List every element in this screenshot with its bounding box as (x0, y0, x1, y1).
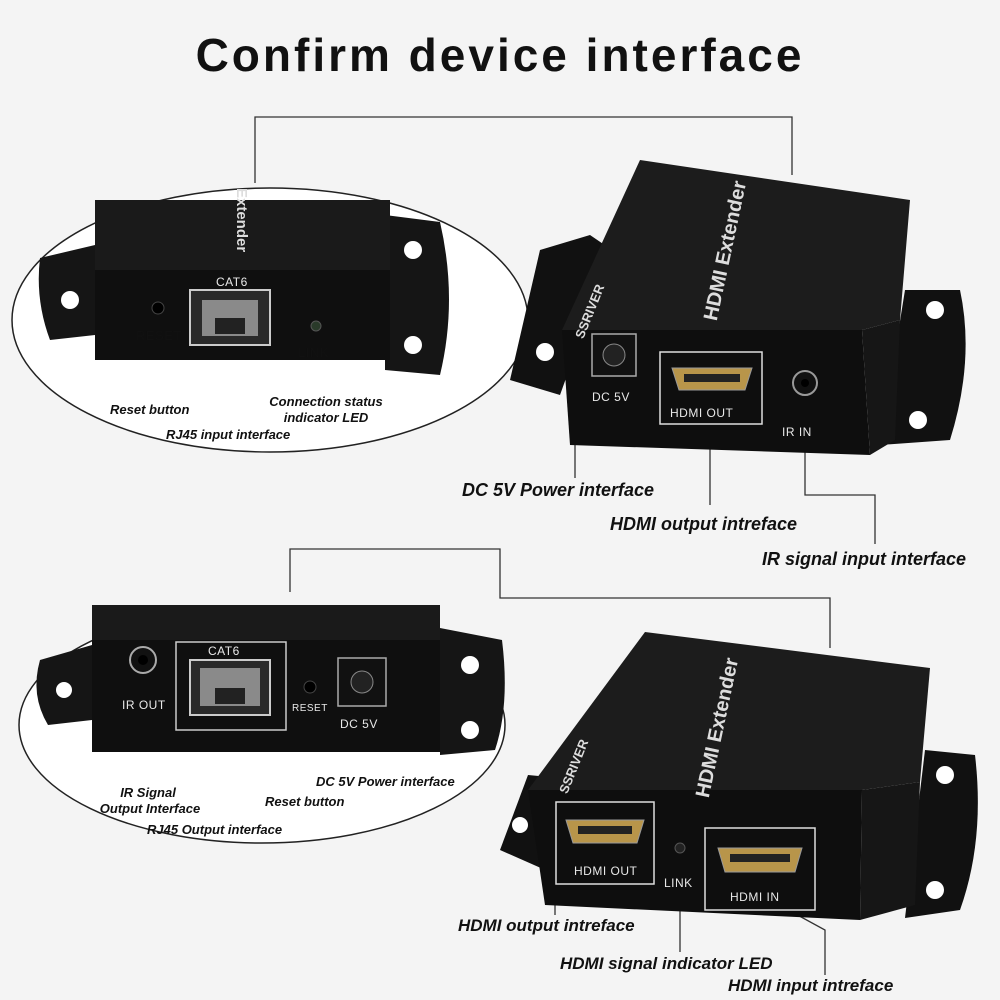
rx-unit-hdmi-out-label: HDMI OUT (670, 406, 734, 420)
rx-closeup (11, 187, 529, 453)
rx-closeup-reset-label: RESET (136, 328, 182, 343)
tx-unit-hdmi-in-label: HDMI IN (730, 890, 780, 904)
tx-closeup-reset-label: RESET (292, 703, 328, 714)
tx-closeup-ir-callout-line1: IR Signal (120, 785, 176, 800)
rx-unit-ir-in-label: IR IN (782, 425, 812, 439)
tx-closeup (18, 605, 506, 844)
tx-unit-link-label: LINK (664, 876, 693, 890)
rx-closeup-led-callout-line1: Connection status (269, 394, 383, 409)
rx-closeup-link-label: LINK (298, 345, 329, 360)
rx-closeup-rj45-callout: RJ45 input interface (166, 427, 291, 442)
tx-closeup-cat6-label: CAT6 (208, 644, 240, 658)
rx-unit-dc-label: DC 5V (592, 390, 630, 404)
tx-closeup-ir-callout-line2: Output Interface (99, 801, 201, 816)
rx-unit (510, 160, 966, 455)
rx-closeup-reset-callout: Reset button (110, 402, 190, 417)
tx-unit (500, 632, 978, 920)
tx-unit-link-callout: HDMI signal indicator LED (560, 954, 773, 973)
rx-unit-ir-in-callout: IR signal input interface (762, 549, 967, 569)
tx-closeup-dc-callout: DC 5V Power interface (316, 774, 455, 789)
tx-closeup-dc-label: DC 5V (340, 717, 378, 731)
tx-unit-hdmi-out-label: HDMI OUT (574, 864, 638, 878)
tx-unit-hdmi-out-callout: HDMI output intreface (458, 916, 635, 935)
rx-closeup-brand: Extender (233, 188, 250, 253)
page-title: Confirm device interface (195, 29, 805, 81)
tx-unit-hdmi-in-callout: HDMI input intreface (728, 976, 894, 995)
rx-closeup-led-callout-line2: indicator LED (283, 410, 369, 425)
rx-unit-hdmi-out-callout: HDMI output intreface (610, 514, 797, 534)
tx-closeup-reset-callout: Reset button (265, 794, 345, 809)
tx-closeup-ir-out-label: IR OUT (122, 698, 166, 712)
rx-unit-dc-callout: DC 5V Power interface (462, 480, 655, 500)
rx-closeup-cat6-label: CAT6 (216, 275, 248, 289)
tx-closeup-rj45-callout: RJ45 Output interface (147, 822, 283, 837)
